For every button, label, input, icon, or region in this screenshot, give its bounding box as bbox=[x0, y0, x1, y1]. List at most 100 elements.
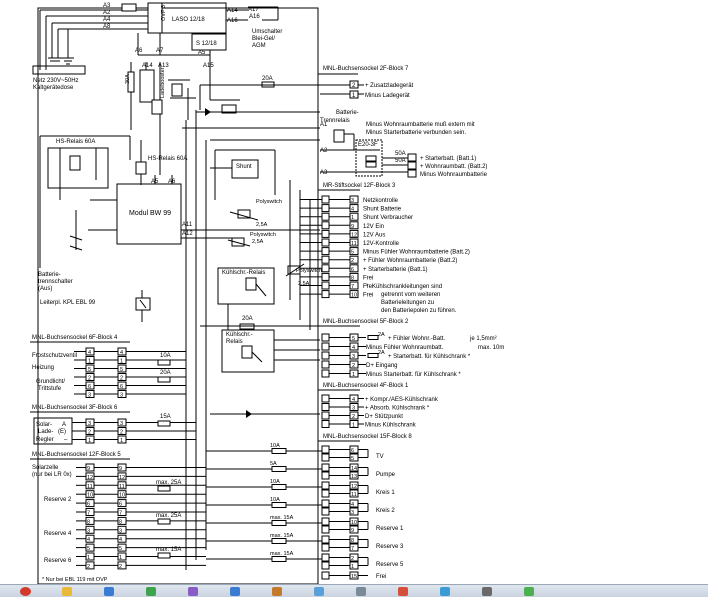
block5-pin-inner: 4 bbox=[119, 537, 122, 543]
block3-item: Frei bbox=[363, 284, 373, 290]
svg-text:1: 1 bbox=[352, 93, 356, 99]
browser-icon[interactable] bbox=[104, 587, 114, 596]
block3-item: Minus Fühler Wohnraumbatterie (Batt.2) bbox=[363, 250, 470, 256]
tool-icon[interactable] bbox=[272, 587, 282, 596]
ladebooster-box bbox=[139, 69, 155, 103]
block6-pin-inner: 1 bbox=[120, 438, 123, 444]
block1-pin: 3 bbox=[352, 406, 355, 412]
block5-pin-inner: 9 bbox=[119, 466, 122, 472]
mail-icon[interactable] bbox=[146, 587, 156, 596]
svg-text:(E): (E) bbox=[58, 429, 66, 435]
app5-icon[interactable] bbox=[482, 587, 492, 596]
svg-text:–: – bbox=[64, 437, 68, 443]
app-icon[interactable] bbox=[314, 587, 324, 596]
hs-relais-b-label: HS-Relais 60A bbox=[148, 156, 187, 162]
svg-text:A2: A2 bbox=[320, 148, 328, 154]
block5-pin-inner: 6 bbox=[119, 502, 122, 508]
shunt-label: Shunt bbox=[236, 164, 252, 170]
block1-pin: 1 bbox=[352, 423, 355, 429]
block8-fuse: max. 15A bbox=[270, 533, 294, 539]
trennrelais-label-1: Batterie- bbox=[336, 110, 359, 116]
app3-icon[interactable] bbox=[398, 587, 408, 596]
kuehl-relais2-label-1: Kühlschr.- bbox=[226, 332, 253, 338]
block4-title: MNL-Buchsensockel 6F-Block 4 bbox=[32, 335, 118, 341]
block5-pin: 10 bbox=[87, 493, 93, 499]
start-icon[interactable] bbox=[20, 587, 31, 596]
svg-text:2,5A: 2,5A bbox=[298, 281, 310, 287]
block3-pin: 9 bbox=[351, 224, 354, 230]
block3-pin: 2 bbox=[351, 258, 354, 264]
block3-pin: 1 bbox=[351, 215, 354, 221]
media-icon[interactable] bbox=[188, 587, 198, 596]
block5-pin-inner: 5 bbox=[119, 546, 122, 552]
block8-title: MNL-Buchsensockel 15F-Block 8 bbox=[323, 434, 412, 440]
reserve-2-label: Reserve 2 bbox=[44, 497, 72, 503]
block3-item: Frei bbox=[363, 275, 373, 281]
svg-text:Solar-: Solar- bbox=[36, 422, 52, 428]
polyswitch-3-label: Polyswitch bbox=[296, 268, 322, 274]
block3-item: Shunt Verbraucher bbox=[363, 215, 413, 221]
block4-pin: 4 bbox=[88, 350, 91, 356]
block2-extra: je 1,5mm² bbox=[469, 336, 497, 342]
block4-pin-inner: 4 bbox=[120, 350, 123, 356]
block5-pin: 8 bbox=[87, 519, 90, 525]
block5-pin: 4 bbox=[87, 537, 90, 543]
app2-icon[interactable] bbox=[356, 587, 366, 596]
block5-fuse-1: max. 25A bbox=[156, 480, 181, 486]
svg-text:Batterieleitungen zu: Batterieleitungen zu bbox=[381, 300, 434, 306]
block8-pin: 14 bbox=[351, 466, 357, 472]
block4-pin-inner: 1 bbox=[120, 359, 123, 365]
block4-pin: 1 bbox=[88, 359, 91, 365]
block8-pin: 15 bbox=[351, 574, 357, 580]
hs-relais-label: HS-Relais 60A bbox=[56, 139, 95, 145]
block4-pin: 6 bbox=[88, 384, 91, 390]
app4-icon[interactable] bbox=[440, 587, 450, 596]
block3-item: Netzkontrolle bbox=[363, 198, 399, 204]
svg-text:A11: A11 bbox=[182, 222, 193, 228]
pin-a15-label: A15 bbox=[203, 63, 214, 69]
block2-item: + Fühler Wohnr.-Batt. bbox=[388, 336, 445, 342]
ladebooster-section: 30A Ladebooster bbox=[125, 62, 196, 130]
block8-item: Reserve 1 bbox=[376, 526, 404, 532]
block3-title: MR-Stiftsockel 12F-Block 3 bbox=[323, 183, 396, 189]
batt-trenn-label-3: (Aus) bbox=[38, 286, 52, 292]
block1-item: D+ Stützpunkt bbox=[365, 414, 403, 420]
doc-icon[interactable] bbox=[230, 587, 240, 596]
pin-a13-label: A13 bbox=[158, 63, 169, 69]
folder-icon[interactable] bbox=[62, 587, 72, 596]
kuehl-note: Kühlschrankleitungen sind getrennt vom w… bbox=[366, 284, 457, 314]
block8-pin: 12 bbox=[351, 484, 357, 490]
pin-a14b-label: A14 bbox=[142, 63, 153, 69]
batt-trenn-label-1: Batterie- bbox=[38, 272, 61, 278]
block4-pin-inner: 6 bbox=[120, 384, 123, 390]
block8-pin: 4 bbox=[351, 502, 354, 508]
block8-fuse: 10A bbox=[270, 443, 280, 449]
block8-item: Reserve 5 bbox=[376, 562, 404, 568]
shunt-box bbox=[231, 159, 259, 179]
block8-pin: 6 bbox=[351, 448, 354, 454]
pin-a16-label: A16 bbox=[227, 18, 238, 24]
app6-icon[interactable] bbox=[524, 587, 534, 596]
block8-pin: 11 bbox=[351, 492, 357, 498]
block2-item: Minus Fühler Wohnraumbatt. bbox=[366, 345, 444, 351]
svg-text:den Batteriepolen zu führen.: den Batteriepolen zu führen. bbox=[381, 308, 457, 314]
reserve-4-label: Reserve 4 bbox=[44, 531, 72, 537]
block5-pin-inner: 1 bbox=[119, 555, 122, 561]
block8-pin: 1 bbox=[351, 564, 354, 570]
block8-item: Reserve 3 bbox=[376, 544, 404, 550]
block5-fuse-2: max. 25A bbox=[156, 513, 181, 519]
block5-pin-inner: 3 bbox=[119, 528, 122, 534]
kuehl-relais2-label-2: Relais bbox=[226, 339, 243, 345]
block1-item: + Kompr./AES-Kühlschrank bbox=[365, 397, 439, 403]
input-section: A3 A2 A4 A8 OVP 3 LASO 12/18 A14 A16 A17… bbox=[32, 2, 282, 100]
block8-pin: 2 bbox=[351, 556, 354, 562]
block5-pin: 7 bbox=[87, 511, 90, 517]
block3-pin: 11 bbox=[351, 241, 357, 247]
block8-pin: 3 bbox=[351, 510, 354, 516]
block4-pin: 5 bbox=[88, 367, 91, 373]
svg-text:Lade-: Lade- bbox=[38, 429, 53, 435]
